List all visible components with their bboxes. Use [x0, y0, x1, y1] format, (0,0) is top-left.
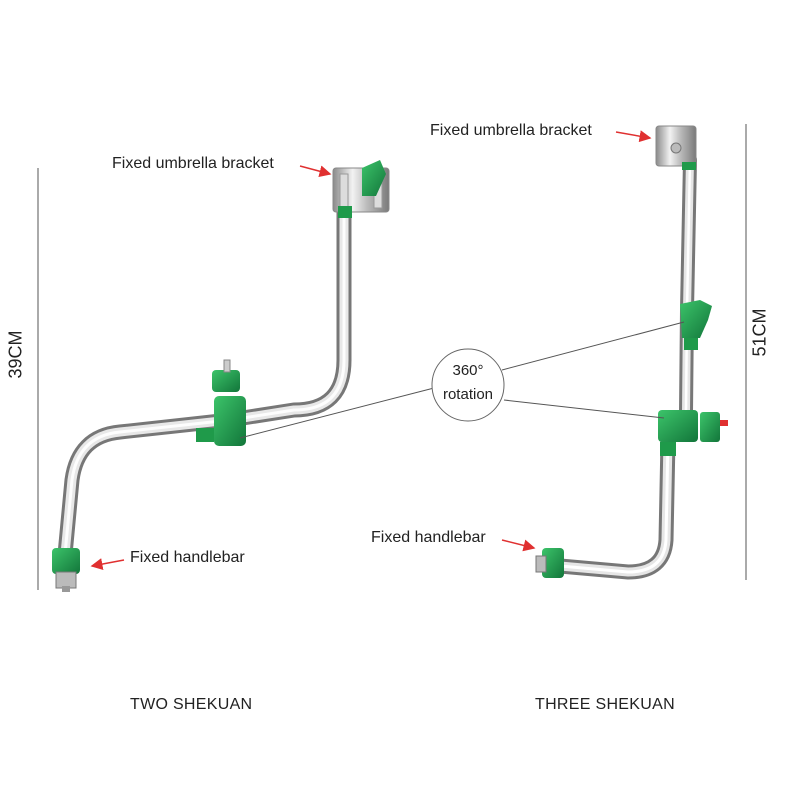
- right-middle-green-clamp: [680, 300, 712, 338]
- left-middle-green-clamp: [214, 396, 246, 446]
- left-product-caption: TWO SHEKUAN: [130, 696, 253, 713]
- rotation-line-upper: [501, 321, 685, 371]
- right-top-arrow: [615, 130, 652, 143]
- right-height-label: 51CM: [749, 308, 770, 357]
- left-bottom-arrow: [90, 558, 125, 570]
- right-lower-pipe: [552, 432, 676, 580]
- left-top-arrow: [299, 165, 332, 178]
- rotation-word-text: rotation: [442, 386, 494, 403]
- left-bottom-green-clamp: [52, 548, 80, 574]
- right-product-caption: THREE SHEKUAN: [535, 696, 675, 713]
- rotation-circle: [431, 348, 505, 422]
- right-bottom-arrow: [501, 539, 536, 552]
- left-bracket: [52, 160, 390, 592]
- left-umbrella-bracket-label: Fixed umbrella bracket: [112, 155, 274, 172]
- right-handlebar-label: Fixed handlebar: [371, 529, 486, 546]
- rotation-line-lower: [503, 399, 665, 419]
- right-bottom-green-clamp: [542, 548, 564, 578]
- rotation-degree-text: 360°: [452, 362, 484, 379]
- left-height-label: 39CM: [5, 330, 26, 379]
- right-umbrella-bracket-label: Fixed umbrella bracket: [430, 122, 592, 139]
- left-top-green-knob: [362, 160, 386, 196]
- right-bracket: [501, 125, 728, 580]
- left-pipe: [56, 200, 352, 573]
- right-lower-green-clamp: [658, 410, 698, 442]
- rotation-line-left: [239, 387, 435, 439]
- left-handlebar-label: Fixed handlebar: [130, 549, 245, 566]
